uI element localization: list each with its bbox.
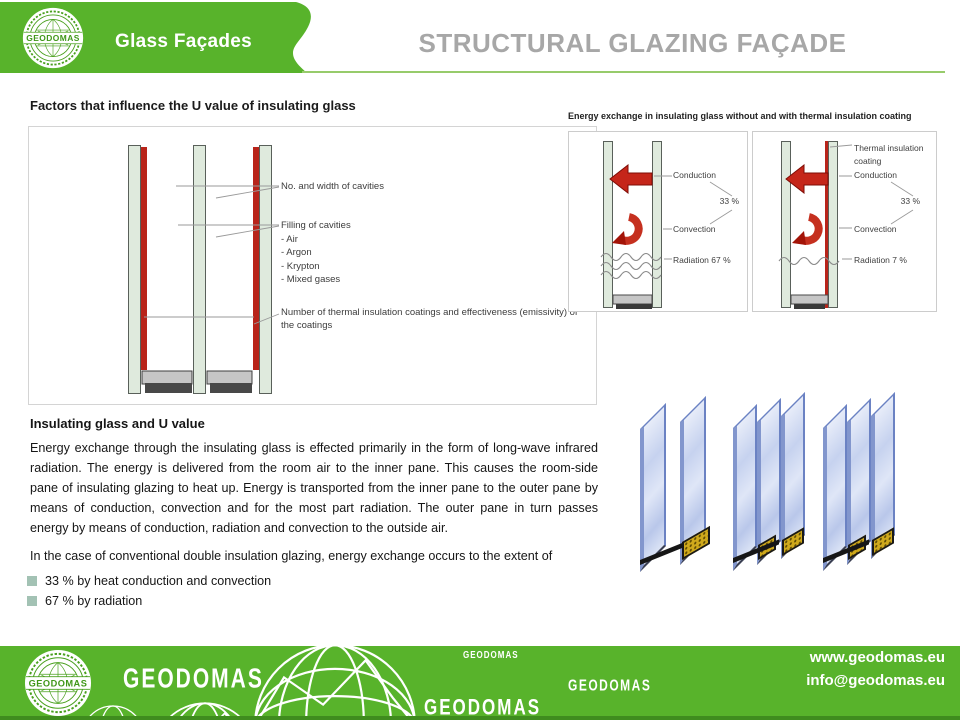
factors-heading: Factors that influence the U value of in… — [30, 98, 356, 113]
header-green-banner — [0, 2, 311, 73]
bullet-item: 67 % by radiation — [27, 592, 587, 612]
geodomas-stamp-logo: GEODOMAS — [24, 649, 92, 717]
label-conduction: Conduction — [854, 170, 898, 180]
label-conduction: Conduction — [673, 170, 717, 180]
label-convection: Convection — [854, 224, 897, 234]
geodomas-wordmark: GEODOMAS — [568, 676, 652, 695]
label-thermal-coating: Thermal insulation coating — [854, 143, 924, 166]
body-heading: Insulating glass and U value — [30, 416, 205, 431]
label-cavities: No. and width of cavities — [281, 181, 384, 192]
geodomas-stamp-logo: GEODOMAS — [22, 7, 84, 69]
label-radiation: Radiation 7 % — [854, 255, 907, 265]
radiation-waves-icon — [778, 256, 840, 266]
glass-pane — [828, 141, 838, 308]
bullet-text: 33 % by heat conduction and convection — [45, 574, 272, 588]
square-bullet-icon — [27, 576, 37, 586]
geodesic-dome-icon — [165, 702, 245, 720]
label-convection: Convection — [673, 224, 716, 234]
header-underline — [302, 71, 945, 73]
panel-connector-lines — [790, 144, 914, 309]
spacer-bars — [141, 370, 253, 393]
thermal-coating-strip — [253, 147, 259, 370]
bullet-item: 33 % by heat conduction and convection — [27, 572, 587, 592]
glass-pane — [128, 145, 141, 394]
thermal-coating-strip — [825, 141, 828, 308]
convection-icon — [612, 213, 643, 245]
square-bullet-icon — [27, 596, 37, 606]
website-link[interactable]: www.geodomas.eu — [809, 649, 945, 666]
panel-connector-lines — [612, 175, 733, 309]
convection-icon — [792, 213, 823, 245]
double-glazing-unit-image — [638, 392, 728, 587]
energy-panel-without-coating: Conduction 33 % Convection Radiation 67 … — [568, 131, 748, 312]
label-radiation: Radiation 67 % — [673, 255, 731, 265]
glass-pane — [781, 141, 791, 308]
geodomas-wordmark: GEODOMAS — [463, 649, 519, 661]
geodesic-dome-icon — [254, 646, 416, 720]
conduction-arrow-icon — [785, 164, 829, 194]
header: GEODOMAS Glass Façades STRUCTURAL GLAZIN… — [0, 0, 960, 73]
footer-bottom-strip — [0, 716, 960, 720]
energy-panel-with-coating: Thermal insulation coating Conduction 33… — [752, 131, 937, 312]
email-link[interactable]: info@geodomas.eu — [806, 672, 945, 689]
glass-pane — [259, 145, 272, 394]
radiation-waves-icon — [600, 252, 662, 280]
label-percent-33: 33 % — [719, 196, 739, 206]
bullet-text: 67 % by radiation — [45, 594, 143, 608]
body-paragraph: Energy exchange through the insulating g… — [30, 441, 598, 535]
logo-wordmark: GEODOMAS — [26, 33, 80, 43]
thermal-coating-strip — [141, 147, 147, 370]
diagram-pointer-lines — [141, 185, 280, 393]
geodesic-dome-icon — [86, 705, 140, 720]
page-title: STRUCTURAL GLAZING FAÇADE — [418, 28, 847, 58]
bullets-intro: In the case of conventional double insul… — [30, 549, 553, 563]
glass-pane — [193, 145, 206, 394]
glass-pane — [652, 141, 662, 308]
label-percent-33: 33 % — [900, 196, 920, 206]
energy-diagram-heading: Energy exchange in insulating glass with… — [568, 111, 912, 121]
glass-pane — [603, 141, 613, 308]
insulating-glass-diagram: No. and width of cavities Filling of cav… — [28, 126, 597, 405]
geodomas-wordmark: GEODOMAS — [123, 664, 264, 694]
conduction-arrow-icon — [609, 164, 653, 194]
triple-glazing-unit-image — [821, 392, 911, 587]
geodomas-wordmark: GEODOMAS — [424, 695, 542, 720]
footer: GEODOMAS GEODOMAS GEODOMAS GEODOMAS GEOD… — [0, 646, 960, 720]
logo-wordmark: GEODOMAS — [29, 678, 88, 688]
label-coatings: Number of thermal insulation coatings an… — [281, 307, 578, 331]
triple-glazing-unit-image — [731, 392, 821, 587]
section-badge: Glass Façades — [115, 31, 252, 52]
label-filling: Filling of cavities - Air - Argon - Kryp… — [281, 220, 351, 285]
